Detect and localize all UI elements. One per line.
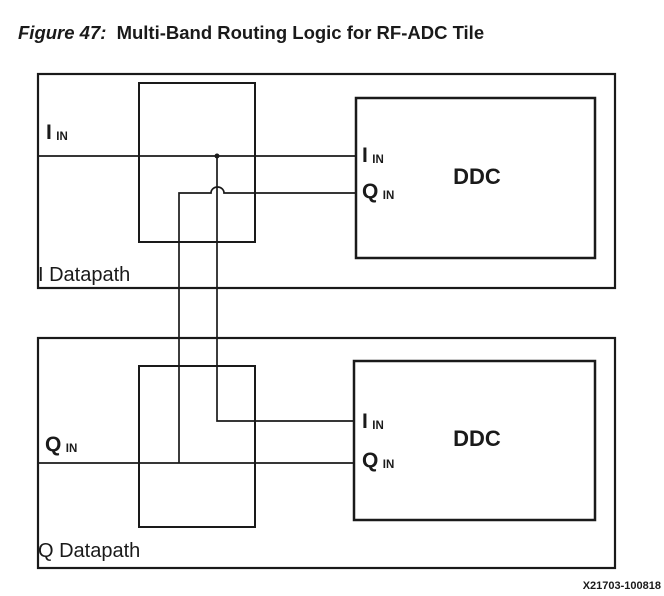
figure-id-watermark: X21703-100818 xyxy=(583,580,661,592)
i-ddc-port-i-sub: IN xyxy=(372,154,384,166)
q-input-signal-sub: IN xyxy=(66,443,78,455)
q-input-signal-label: Q IN xyxy=(45,433,77,456)
i-ddc-title: DDC xyxy=(453,164,501,189)
q-ddc-port-i-label: I IN xyxy=(362,410,384,433)
i-ddc-port-q-main: Q xyxy=(362,180,378,203)
q-routing-logic-box xyxy=(138,365,256,528)
q-datapath-box xyxy=(36,336,617,570)
figure-number: Figure 47: xyxy=(18,22,107,43)
q-ddc-port-q-label: Q IN xyxy=(362,449,394,472)
i-ddc-port-q-sub: IN xyxy=(383,190,395,202)
q-datapath-label: Q Datapath xyxy=(38,540,140,562)
q-ddc-port-i-sub: IN xyxy=(372,420,384,432)
q-ddc-port-i-main: I xyxy=(362,410,368,433)
i-datapath-box xyxy=(36,72,617,290)
i-ddc-port-i-label: I IN xyxy=(362,144,384,167)
figure-title: Multi-Band Routing Logic for RF-ADC Tile xyxy=(116,22,485,43)
i-ddc-port-i-main: I xyxy=(362,144,368,167)
i-input-signal-label: I IN xyxy=(46,121,68,144)
q-ddc-port-q-sub: IN xyxy=(383,459,395,471)
q-input-signal-main: Q xyxy=(45,433,61,456)
i-input-signal-sub: IN xyxy=(56,131,68,143)
figure-caption: Figure 47: Multi-Band Routing Logic for … xyxy=(18,22,484,44)
i-routing-logic-box xyxy=(138,82,256,243)
i-ddc-port-q-label: Q IN xyxy=(362,180,394,203)
q-ddc-port-q-main: Q xyxy=(362,449,378,472)
wire-q-in-to-i-ddc-crossover xyxy=(178,186,356,463)
i-ddc-box xyxy=(354,96,597,260)
q-ddc-title: DDC xyxy=(453,426,501,451)
q-ddc-box xyxy=(352,359,597,522)
wire-i-in-to-q-ddc-crossover xyxy=(216,156,354,422)
i-input-signal-main: I xyxy=(46,121,52,144)
i-datapath-label: I Datapath xyxy=(38,264,130,286)
